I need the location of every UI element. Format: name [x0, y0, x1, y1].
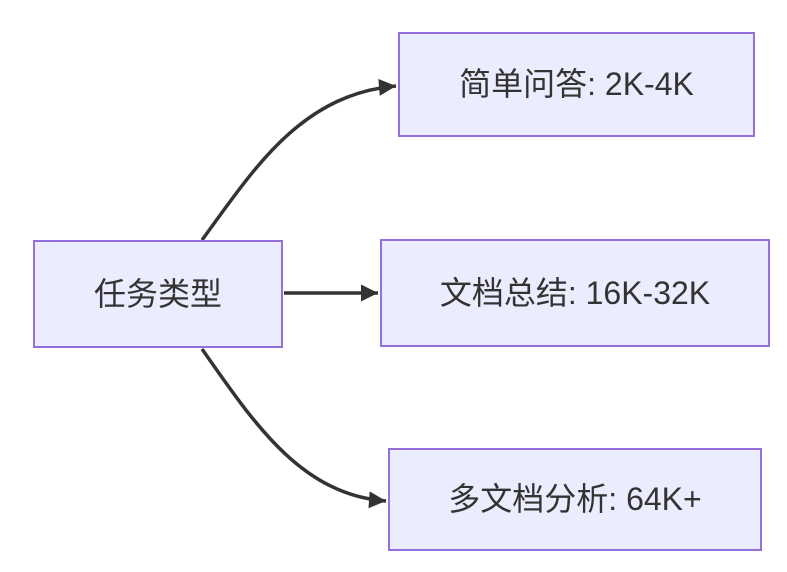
edge-task-to-multidoc — [200, 347, 387, 509]
node-task-type: 任务类型 — [33, 240, 283, 348]
node-simple-qa: 简单问答: 2K-4K — [398, 32, 755, 137]
node-task-type-label: 任务类型 — [93, 275, 222, 312]
node-multidoc-analysis-label: 多文档分析: 64K+ — [448, 481, 702, 518]
node-simple-qa-label: 简单问答: 2K-4K — [459, 66, 694, 103]
node-multidoc-analysis: 多文档分析: 64K+ — [388, 448, 762, 551]
node-doc-summary: 文档总结: 16K-32K — [380, 239, 770, 347]
edge-task-to-simpleqa — [200, 78, 397, 242]
node-doc-summary-label: 文档总结: 16K-32K — [439, 274, 711, 311]
